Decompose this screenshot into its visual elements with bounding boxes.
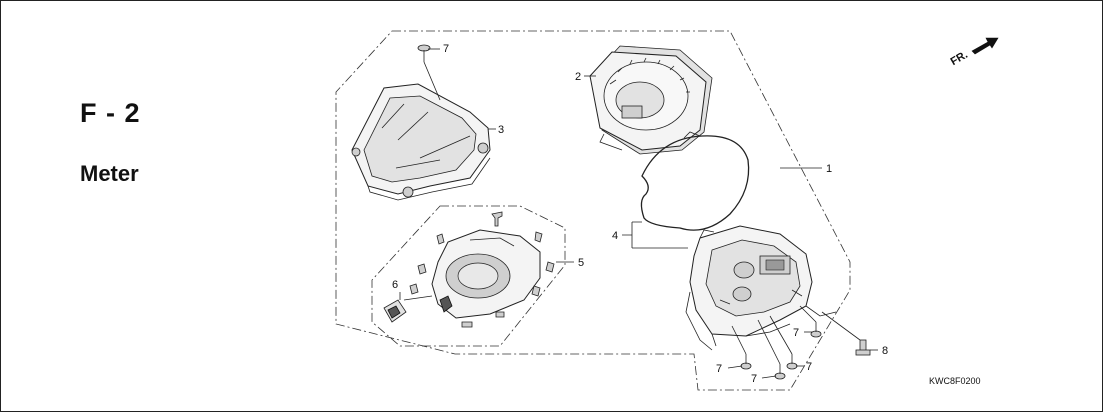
part-1-meter-case: [685, 225, 837, 351]
part-7-screw-top: [417, 44, 431, 62]
part-7-screw-lower-left: [740, 354, 752, 370]
assembly-boundary: [335, 30, 851, 391]
callout-7-lower-left: 7: [716, 363, 722, 375]
part-7-screw-lower-right: [786, 354, 798, 370]
section-name: Meter: [80, 161, 139, 186]
front-label: FR.: [949, 49, 970, 68]
front-direction-arrow-icon: [971, 37, 999, 55]
callout-7-right: 7: [793, 327, 799, 339]
callout-2: 2: [575, 71, 581, 83]
callout-4: 4: [612, 230, 618, 242]
callout-6: 6: [392, 279, 398, 291]
callout-8: 8: [882, 345, 888, 357]
callout-7-top: 7: [443, 43, 449, 55]
part-7-screw-right: [810, 322, 822, 338]
callout-7-lower-mid: 7: [751, 373, 757, 385]
part-4-gasket: [640, 135, 750, 231]
callout-1: 1: [826, 163, 832, 175]
part-3-meter-visor: [351, 83, 491, 201]
callout-7-lower-right: 7: [806, 361, 812, 373]
front-direction-indicator: FR.: [949, 37, 999, 68]
part-6-emblem: [383, 299, 407, 323]
part-8-bolt: [855, 339, 871, 356]
leader-lines: [399, 48, 878, 379]
callout-5: 5: [578, 257, 584, 269]
part-7-screw-lower-mid: [774, 364, 786, 380]
drawing-code: KWC8F0200: [929, 376, 981, 386]
section-code: F - 2: [80, 98, 141, 128]
callout-3: 3: [498, 124, 504, 136]
part-2-meter-assembly: [589, 45, 713, 155]
part-5-meter-panel: [409, 211, 555, 328]
